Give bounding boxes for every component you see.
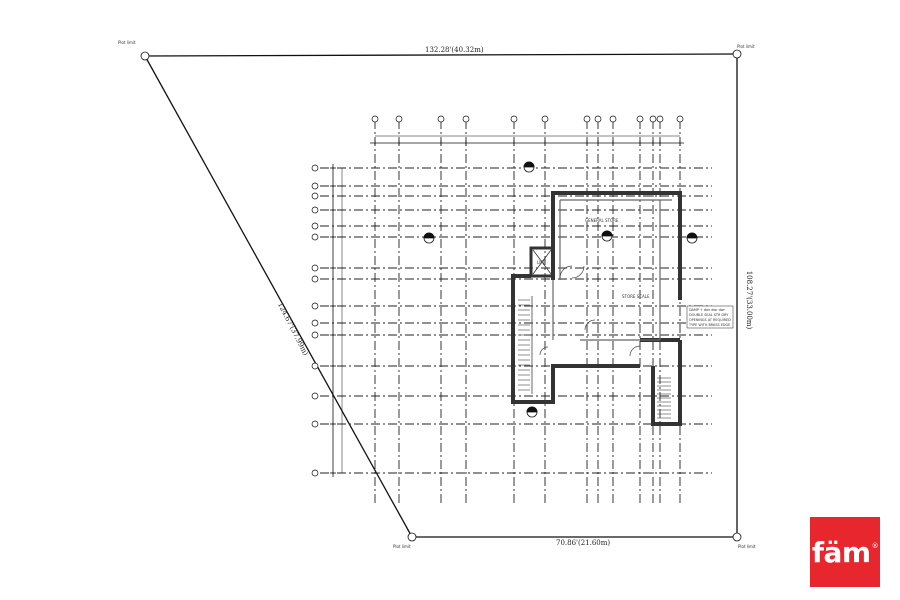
- grid-bubbles-left: [311, 164, 319, 477]
- horizontal-grid-lines: [320, 167, 712, 474]
- lift-shaft-cross: [532, 249, 552, 275]
- left-dimension-string: [330, 164, 343, 477]
- interior-walls: [552, 199, 672, 341]
- top-dimension-string: [370, 135, 684, 146]
- vertical-grid-lines: [374, 120, 681, 505]
- note-line-3: OPENINGS AT REQUIRED: [689, 318, 731, 322]
- room-label-lift: LIFT: [537, 260, 546, 265]
- diagonal-dimension: 124.67'(37.99m): [276, 301, 310, 357]
- bottom-dimension: 70.86'(21.60m): [556, 539, 610, 547]
- top-dimension: 132.28'(40.32m): [425, 46, 484, 54]
- room-label-general-store: GENERAL STORE: [585, 218, 619, 223]
- stair-treads-right: [657, 377, 671, 419]
- plot-limit-label-br: Plot limit: [738, 544, 756, 549]
- logo-text: fäm: [811, 535, 871, 569]
- right-dimension: 108.27'(33.00m): [745, 271, 753, 330]
- spec-note: DAMP + dwr dwr dwr DOUBLE SEAL STR DRY O…: [686, 305, 734, 329]
- door-swings: [539, 265, 641, 357]
- grid-bubbles-top: [371, 115, 684, 123]
- note-line-2: DOUBLE SEAL STR DRY: [689, 313, 729, 317]
- fam-logo: fäm®: [810, 517, 880, 587]
- note-line-1: DAMP + dwr dwr dwr: [689, 308, 726, 312]
- note-line-4: TYPE WITH BRASS EDGE: [688, 323, 730, 327]
- plot-corner-markers: [140, 49, 742, 542]
- plot-limit-label-tl: Plot limit: [118, 40, 136, 45]
- plot-limit-label-tr: Plot limit: [737, 44, 755, 49]
- stair-treads-left: [518, 296, 533, 394]
- plot-limit-label-bl: Plot limit: [393, 544, 411, 549]
- room-label-store-scale: STORE SCALE: [622, 294, 650, 299]
- registered-mark: ®: [871, 542, 879, 550]
- section-markers: [423, 161, 698, 418]
- building-walls: [511, 191, 682, 426]
- plot-boundary: [144, 53, 738, 538]
